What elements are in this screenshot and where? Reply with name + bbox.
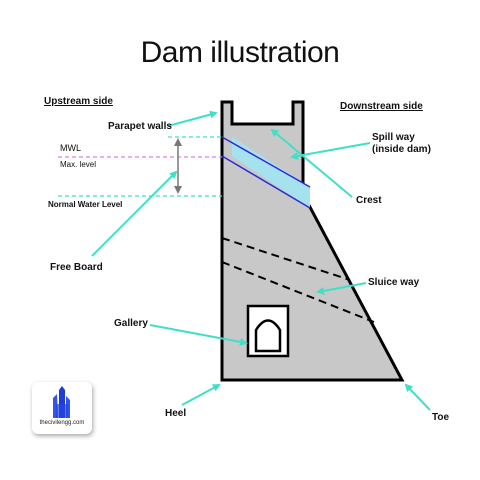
logo-text: thecivilengg.com	[39, 420, 85, 426]
spill-way-label-line2: (inside dam)	[372, 144, 431, 155]
sluice-way-label: Sluice way	[368, 277, 420, 288]
spillway-channel	[232, 137, 310, 208]
normal-water-level-label: Normal Water Level	[48, 200, 123, 209]
free-board-pointer	[91, 170, 178, 257]
mwl-label: MWL	[60, 143, 81, 153]
max-level-label: Max. level	[60, 160, 97, 169]
gallery-label: Gallery	[114, 318, 148, 329]
crest-arrow	[270, 128, 353, 198]
upstream-side-label: Upstream side	[44, 96, 113, 107]
heel-arrow	[181, 384, 221, 406]
sluice-way-line-upper	[221, 237, 351, 281]
site-logo: thecivilengg.com	[32, 382, 92, 434]
gallery-arrow	[149, 324, 248, 346]
spillway-line-lower	[221, 155, 311, 209]
crest-label: Crest	[356, 195, 382, 206]
parapet-walls-arrow	[167, 110, 218, 127]
spill-way-arrow	[290, 142, 371, 160]
spillway-line-upper	[221, 136, 311, 188]
toe-label: Toe	[432, 412, 450, 423]
downstream-side-label: Downstream side	[340, 101, 423, 112]
parapet-walls-label: Parapet walls	[108, 121, 172, 132]
diagram-title: Dam illustration	[140, 36, 340, 69]
toe-arrow	[404, 383, 431, 411]
sluice-way-line-lower	[221, 261, 375, 323]
heel-label: Heel	[165, 408, 187, 419]
sluice-way-arrow	[316, 282, 367, 295]
logo-icon	[53, 386, 70, 418]
spill-way-label-line1: Spill way	[372, 132, 415, 143]
gallery-opening	[254, 319, 282, 353]
free-board-label: Free Board	[50, 262, 103, 273]
